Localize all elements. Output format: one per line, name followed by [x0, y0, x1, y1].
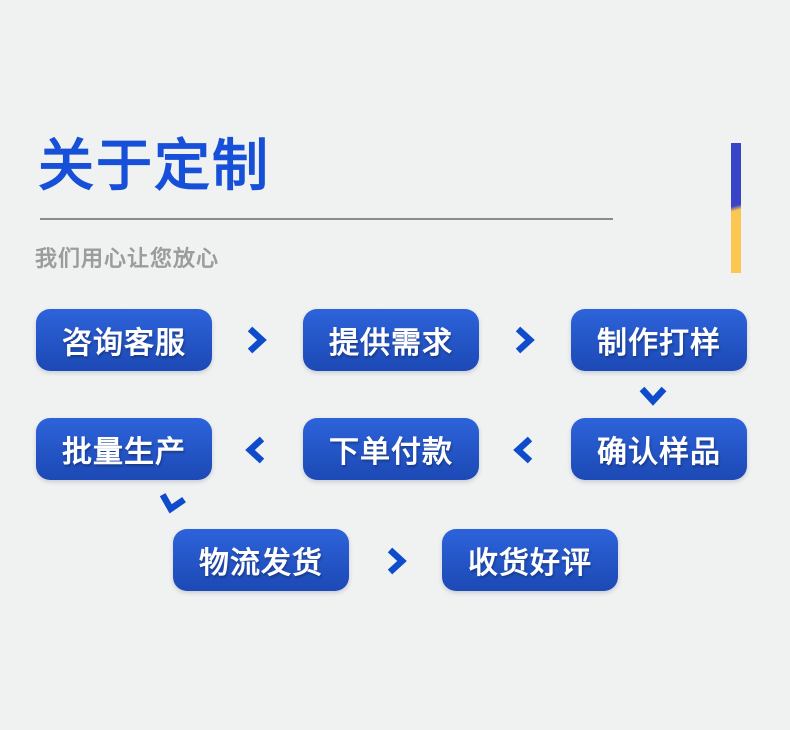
arrow-down-icon [155, 487, 188, 519]
step-button-sample-making[interactable]: 制作打样 [571, 309, 747, 371]
step-button-consult-service[interactable]: 咨询客服 [36, 309, 212, 371]
step-button-order-payment[interactable]: 下单付款 [303, 418, 479, 480]
page-subtitle: 我们用心让您放心 [35, 246, 220, 271]
arrow-right-icon [243, 326, 269, 354]
arrow-left-icon [243, 436, 269, 464]
arrow-right-icon [383, 547, 409, 575]
step-button-provide-requirements[interactable]: 提供需求 [303, 309, 479, 371]
step-button-confirm-sample[interactable]: 确认样品 [571, 418, 747, 480]
step-button-receive-review[interactable]: 收货好评 [442, 529, 618, 591]
arrow-left-icon [511, 436, 537, 464]
page-title: 关于定制 [38, 134, 270, 197]
arrow-right-icon [511, 326, 537, 354]
step-button-mass-production[interactable]: 批量生产 [36, 418, 212, 480]
title-divider [40, 218, 613, 220]
accent-bar-decoration [731, 143, 741, 273]
arrow-down-icon [639, 382, 667, 408]
step-button-logistics-shipping[interactable]: 物流发货 [173, 529, 349, 591]
